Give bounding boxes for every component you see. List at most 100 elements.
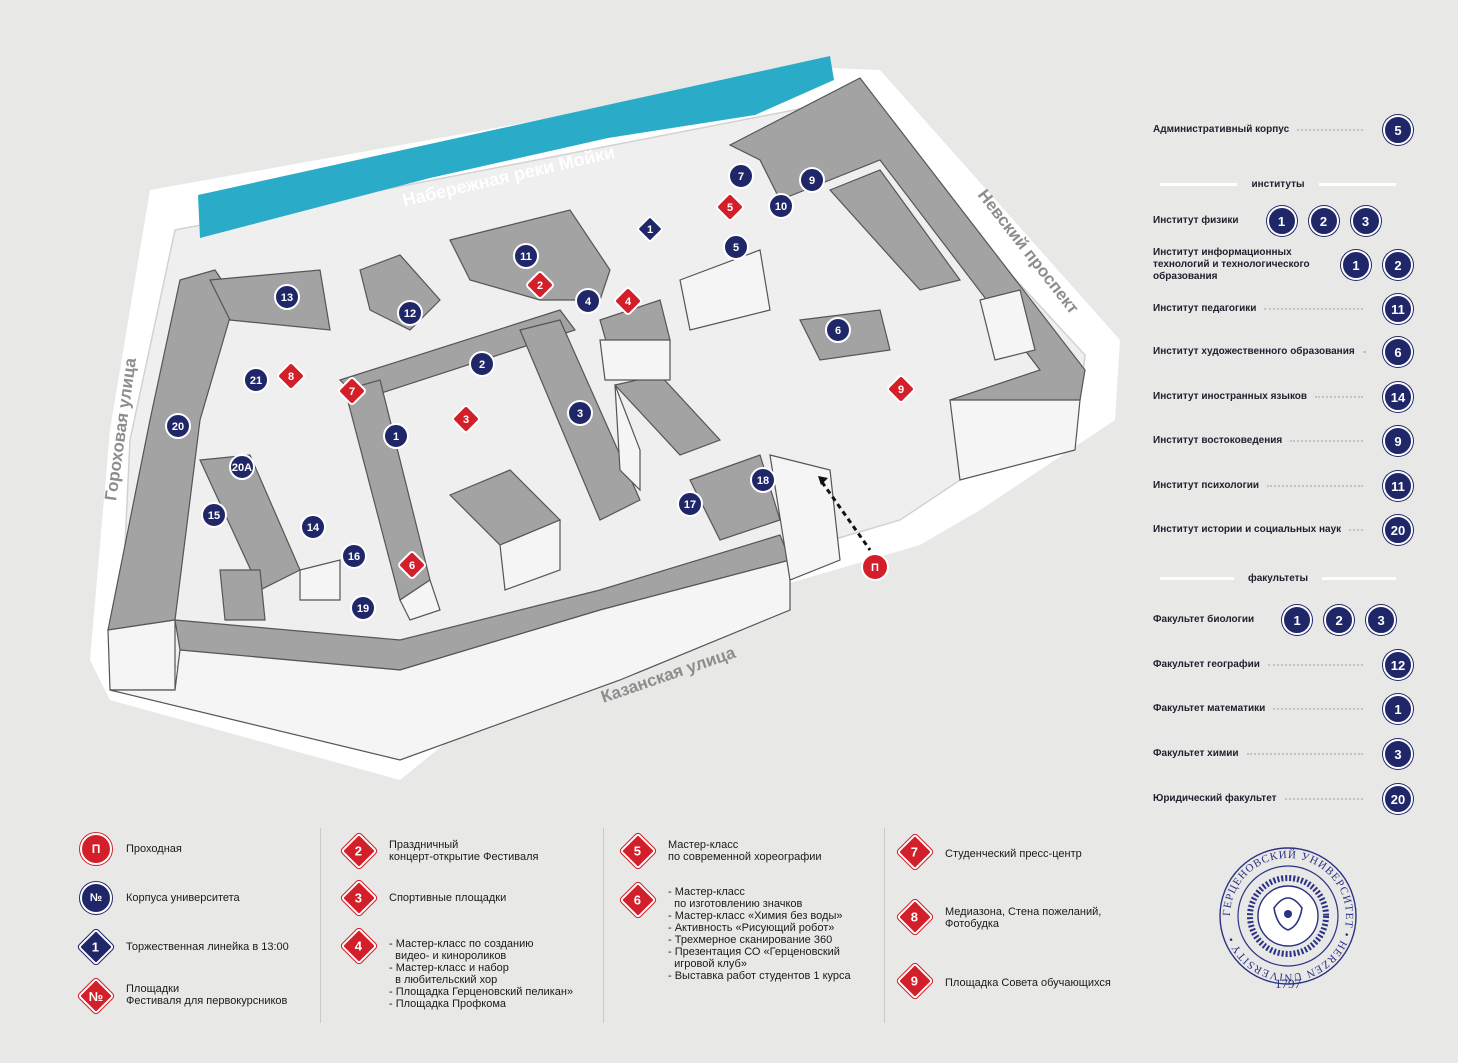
building-marker-2: 2 [469, 351, 495, 377]
legend-label: Факультет биологии [1153, 614, 1255, 625]
building-marker-21: 21 [243, 367, 269, 393]
building-badge: 2 [1308, 206, 1339, 236]
building-marker-label: 2 [479, 359, 485, 371]
legend-institutes-heading: институты [1160, 177, 1396, 191]
university-seal-logo: ГЕРЦЕНОВСКИЙ УНИВЕРСИТЕТ • HERZEN UNIVER… [1219, 847, 1357, 991]
building-marker-label: 16 [348, 551, 360, 563]
festival-marker-label: 2 [537, 280, 543, 292]
buildings [107, 77, 1086, 761]
legend-label: Институт истории и социальных наук [1153, 524, 1342, 535]
seal-year: 1797 [1275, 976, 1302, 991]
building-marker-13: 13 [274, 284, 300, 310]
entrance-arrow-icon [818, 476, 828, 485]
festival-marker-4: 4 [614, 287, 642, 315]
festival-marker-3: 3 [452, 405, 480, 433]
festival-marker-label: 9 [898, 384, 904, 396]
festival-icon: № [77, 977, 115, 1015]
building-marker-4: 4 [575, 288, 601, 314]
building-marker-label: 15 [208, 510, 220, 522]
festival-marker-label: 3 [463, 414, 469, 426]
legend-fest-4: 4 - Мастер-класс по созданию видео- и ки… [340, 927, 573, 1010]
festival-marker-9: 9 [887, 375, 915, 403]
building-marker-14: 14 [300, 514, 326, 540]
building-marker-19: 19 [350, 595, 376, 621]
building-badge: 1 [1266, 206, 1297, 236]
festival-markers: 2 3 4 5 6 7 8 9П [277, 193, 915, 581]
building-marker-15: 15 [201, 502, 227, 528]
building-marker-16: 16 [341, 543, 367, 569]
legend-label: Институт физики [1153, 215, 1239, 226]
festival-marker-label: 6 [409, 560, 415, 572]
festival-icon: 6 [619, 881, 657, 919]
legend-label: Институт психологии [1153, 480, 1260, 491]
festival-marker-8: 8 [277, 362, 305, 390]
building-badge: 5 [1383, 115, 1413, 145]
building-badge: 2 [1383, 250, 1413, 280]
building-marker-label: 3 [577, 408, 583, 420]
legend-label: Институт художественного образования [1153, 346, 1355, 357]
building-marker-20А: 20А [229, 454, 255, 480]
legend-institute-2: Институт педагогики 11 [1153, 292, 1413, 326]
building-marker-3: 3 [567, 400, 593, 426]
building-marker-7: 7 [728, 163, 754, 189]
building-marker-label: 1 [393, 431, 399, 443]
building-marker-label: 14 [307, 522, 320, 534]
building-marker-6: 6 [825, 317, 851, 343]
building-marker-label: 17 [684, 499, 696, 511]
legend-faculties-heading: факультеты [1160, 571, 1397, 585]
festival-icon: 2 [340, 832, 378, 870]
legend-fest-9: 9 Площадка Совета обучающихся [896, 962, 1111, 1000]
ceremony-icon: 1 [77, 928, 115, 966]
building-marker-12: 12 [397, 300, 423, 326]
ceremony-marker-label: 1 [647, 224, 653, 236]
building-marker-17: 17 [677, 491, 703, 517]
building-badge: 1 [1341, 250, 1371, 280]
entrance-marker-label: П [871, 562, 879, 574]
campus-map: Гороховая улица Невский проспект Казанск… [90, 56, 1120, 780]
festival-icon: 4 [340, 927, 378, 965]
building-badge: 1 [1282, 605, 1313, 635]
building-marker-5: 5 [723, 234, 749, 260]
festival-icon: 7 [896, 833, 934, 871]
building-badge: 11 [1383, 294, 1413, 324]
entrance-path [820, 481, 872, 551]
building-marker-11: 11 [513, 243, 539, 269]
building-marker-label: 12 [404, 308, 416, 320]
building-badge: 2 [1324, 605, 1355, 635]
building-marker-label: 19 [357, 603, 369, 615]
festival-marker-label: 7 [349, 386, 355, 398]
festival-marker-6: 6 [398, 551, 426, 579]
legend-buildings: № Корпуса университета [80, 882, 240, 914]
festival-icon: 5 [619, 832, 657, 870]
building-badge: 20 [1383, 784, 1413, 814]
legend-fest-8: 8 Медиазона, Стена пожеланий, Фотобудка [896, 898, 1101, 936]
legend-fest-2: 2 Праздничный концерт-открытие Фестиваля [340, 832, 538, 870]
entrance-icon: П [80, 833, 112, 865]
legend-label: Юридический факультет [1153, 793, 1277, 804]
legend-entrance: П Проходная [80, 833, 182, 865]
festival-marker-label: 5 [727, 202, 733, 214]
building-marker-label: 20 [172, 421, 184, 433]
building-marker-label: 5 [733, 242, 739, 254]
building-badge: 3 [1366, 605, 1397, 635]
legend-label: Факультет математики [1153, 703, 1266, 714]
building-marker-label: 4 [585, 296, 592, 308]
legend-faculty-4: Юридический факультет 20 [1153, 782, 1413, 816]
building-marker-label: 21 [250, 375, 262, 387]
legend-admin: Административный корпус 5 [1153, 113, 1413, 147]
festival-icon: 9 [896, 962, 934, 1000]
legend-label: Институт педагогики [1153, 303, 1257, 314]
festival-marker-5: 5 [716, 193, 744, 221]
building-marker-label: 7 [738, 171, 744, 183]
legend-fest-6: 6 - Мастер-класс по изготовлению значков… [619, 881, 851, 982]
festival-icon: 8 [896, 898, 934, 936]
building-marker-9: 9 [799, 167, 825, 193]
building-marker-1: 1 [383, 423, 409, 449]
building-marker-18: 18 [750, 467, 776, 493]
